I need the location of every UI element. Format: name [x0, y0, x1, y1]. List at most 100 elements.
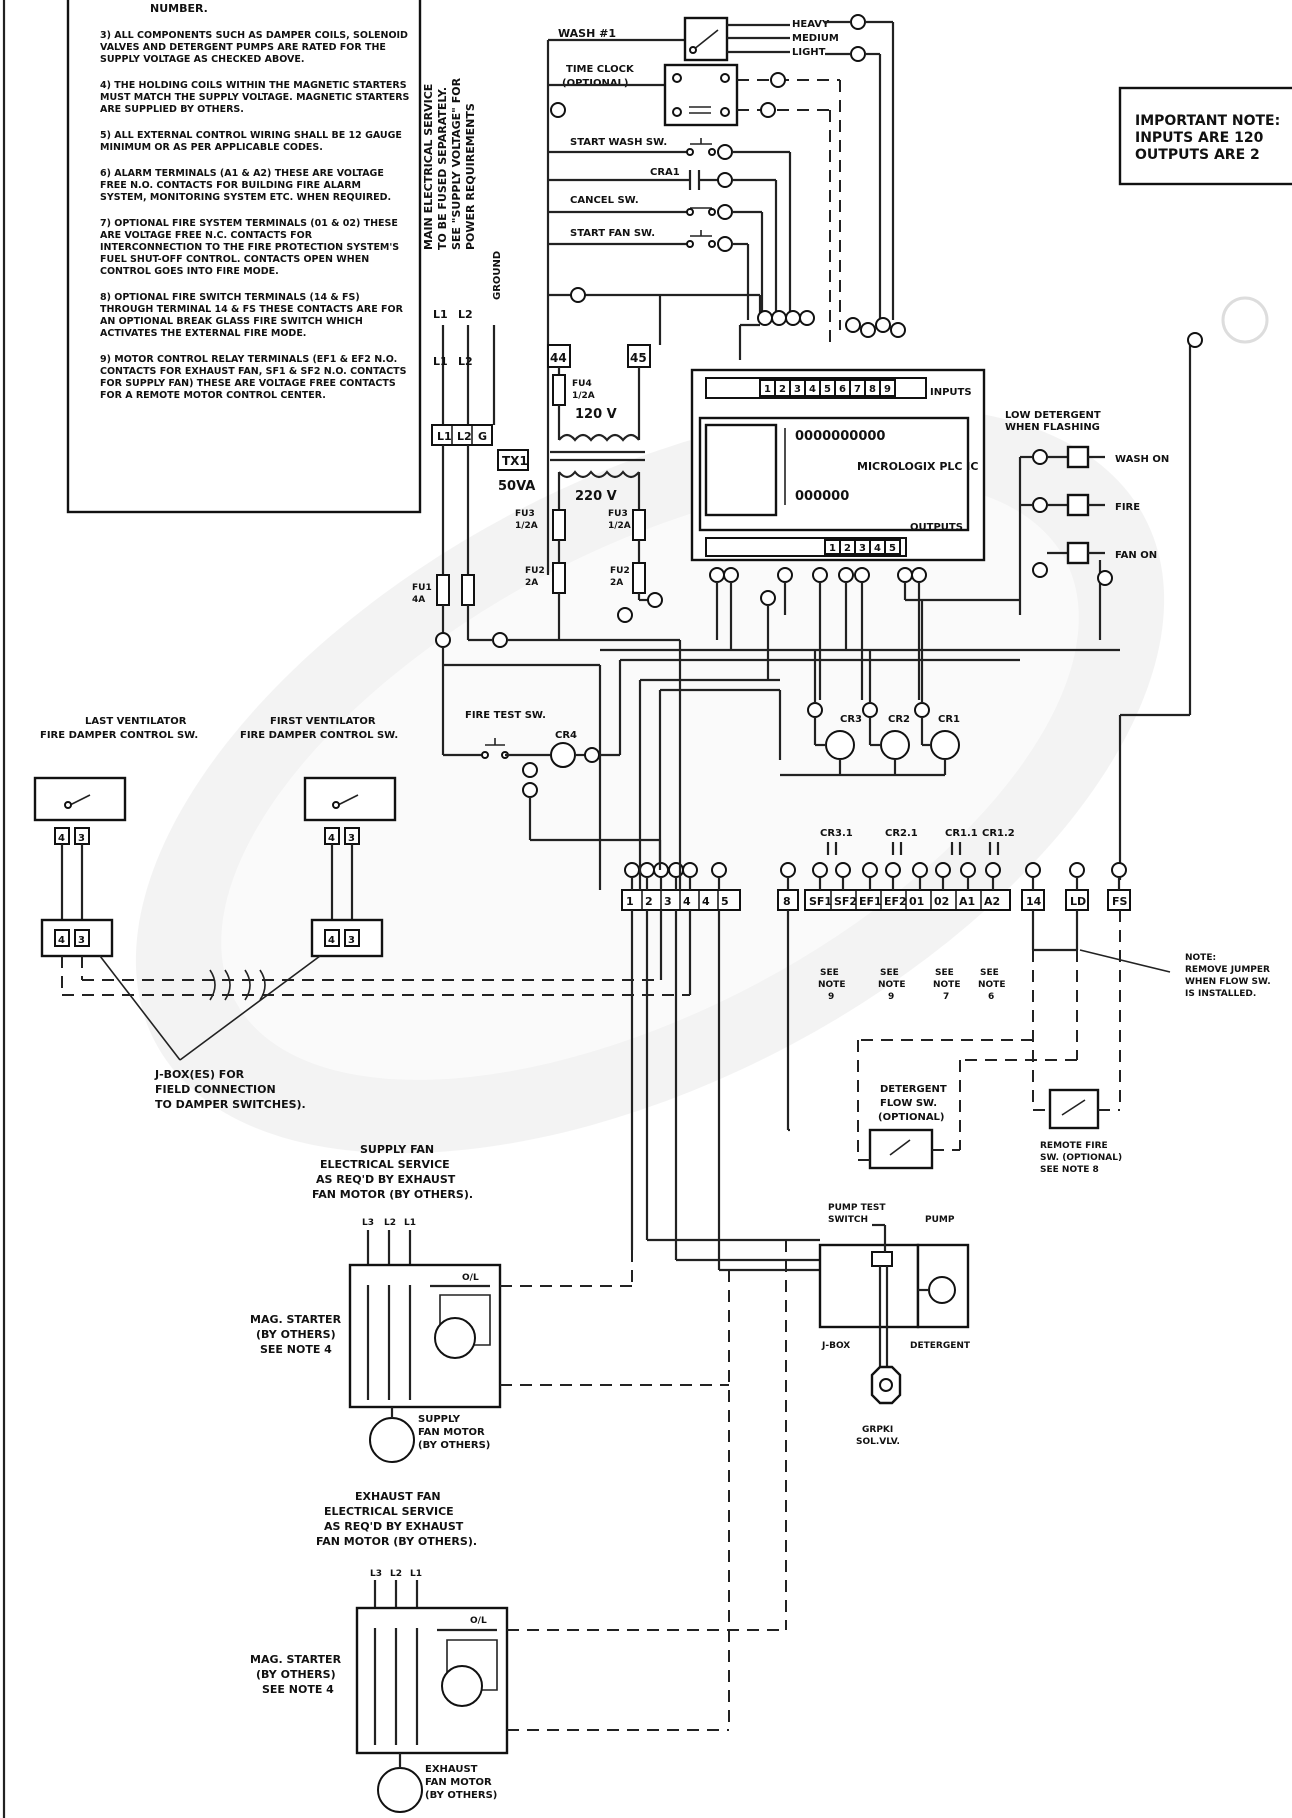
svg-text:SUPPLY FAN: SUPPLY FAN — [360, 1143, 434, 1156]
strip-terminal-label: 4 — [702, 895, 710, 908]
svg-text:SEE "SUPPLY VOLTAGE" FOR: SEE "SUPPLY VOLTAGE" FOR — [450, 77, 463, 250]
strip-wire-tag — [862, 862, 878, 878]
svg-text:SEE: SEE — [880, 968, 899, 978]
plc-input-terminal-label: 2 — [779, 384, 786, 395]
svg-text:J-BOX: J-BOX — [821, 1341, 850, 1351]
strip-terminal-label: 8 — [783, 895, 791, 908]
svg-text:L3: L3 — [370, 1569, 382, 1579]
start-fan-switch: START FAN SW. — [548, 228, 750, 320]
svg-text:FIRE: FIRE — [1115, 502, 1140, 513]
strip-terminal-label: EF2 — [884, 895, 907, 908]
watermark-logo — [135, 296, 1269, 1154]
note-7: 7) OPTIONAL FIRE SYSTEM TERMINALS (01 & … — [100, 218, 400, 277]
time-clock: TIME CLOCK (OPTIONAL) — [548, 63, 841, 350]
strip-wire-tag — [682, 862, 698, 878]
svg-text:LIGHT: LIGHT — [792, 47, 826, 58]
svg-text:PUMP TEST: PUMP TEST — [828, 1203, 886, 1213]
strip-wire-tag — [1069, 862, 1085, 878]
svg-text:MICROLOGIX PLC IC: MICROLOGIX PLC IC — [857, 460, 978, 473]
strip-wire-tag — [935, 862, 951, 878]
plc-input-terminal — [879, 379, 896, 397]
strip-wire-tag — [624, 862, 640, 878]
svg-text:FAN ON: FAN ON — [1115, 550, 1157, 561]
strip-vertical-wiring — [598, 640, 820, 1272]
strip-terminal-label: 5 — [721, 895, 729, 908]
svg-text:TO BE FUSED SEPARATELY.: TO BE FUSED SEPARATELY. — [436, 87, 449, 250]
svg-text:2A: 2A — [525, 578, 538, 588]
svg-text:FU2: FU2 — [610, 566, 630, 576]
first-ventilator: FIRST VENTILATOR FIRE DAMPER CONTROL SW.… — [240, 716, 398, 958]
svg-text:4: 4 — [58, 935, 65, 946]
svg-text:TIME CLOCK: TIME CLOCK — [566, 64, 635, 75]
strip-terminal-label: SF2 — [834, 895, 857, 908]
svg-text:FU4: FU4 — [572, 379, 592, 389]
svg-text:NOTE: NOTE — [878, 980, 905, 990]
cancel-switch: CANCEL SW. — [548, 195, 764, 320]
note-6: 6) ALARM TERMINALS (A1 & A2) THESE ARE V… — [100, 168, 392, 203]
svg-text:CR2.1: CR2.1 — [885, 828, 918, 839]
term-l1: L1 — [437, 430, 452, 443]
cra1-contact: CRA1 — [548, 167, 778, 320]
strip-terminal-label: SF1 — [809, 895, 832, 908]
notes-list: 3) ALL COMPONENTS SUCH AS DAMPER COILS, … — [100, 30, 409, 401]
svg-text:2A: 2A — [610, 578, 623, 588]
svg-text:REMOVE JUMPER: REMOVE JUMPER — [1185, 965, 1270, 975]
plc-output-terminal-label: 1 — [829, 543, 836, 554]
svg-text:FLOW SW.: FLOW SW. — [880, 1098, 937, 1109]
svg-text:O/L: O/L — [470, 1616, 487, 1626]
relay-cr2: CR2 — [888, 714, 910, 725]
svg-text:3: 3 — [78, 833, 85, 844]
svg-text:GROUND: GROUND — [492, 251, 503, 300]
plc-input-terminal-label: 8 — [869, 384, 876, 395]
svg-text:4: 4 — [328, 833, 335, 844]
last-ventilator: LAST VENTILATOR FIRE DAMPER CONTROL SW. … — [33, 716, 198, 958]
svg-text:L2: L2 — [458, 355, 473, 368]
svg-text:DETERGENT: DETERGENT — [910, 1341, 971, 1351]
strip-wire-tag — [912, 862, 928, 878]
svg-text:7: 7 — [943, 992, 949, 1002]
term-l2: L2 — [457, 430, 472, 443]
svg-text:REMOTE FIRE: REMOTE FIRE — [1040, 1141, 1108, 1151]
strip-terminal-label: 1 — [626, 895, 634, 908]
jbox-connections: J-BOX(ES) FOR FIELD CONNECTION TO DAMPER… — [61, 955, 690, 1111]
strip-terminal-label: LD — [1070, 895, 1086, 908]
svg-text:DETERGENT: DETERGENT — [880, 1084, 947, 1095]
svg-text:IMPORTANT NOTE:: IMPORTANT NOTE: — [1135, 113, 1280, 129]
svg-text:SEE: SEE — [980, 968, 999, 978]
svg-text:CR1.2: CR1.2 — [982, 828, 1015, 839]
svg-text:TX1: TX1 — [502, 454, 528, 468]
svg-text:3: 3 — [78, 935, 85, 946]
relays: CR3 CR2 CR1 — [780, 600, 960, 777]
svg-text:EXHAUST FAN: EXHAUST FAN — [355, 1490, 441, 1503]
wash-selector: WASH #1 HEAVY MEDIUM LIGHT — [546, 14, 895, 320]
svg-text:START FAN SW.: START FAN SW. — [570, 228, 655, 239]
strip-terminal-label: FS — [1112, 895, 1128, 908]
svg-text:CR3.1: CR3.1 — [820, 828, 853, 839]
svg-text:TO DAMPER SWITCHES).: TO DAMPER SWITCHES). — [155, 1098, 306, 1111]
svg-text:SW. (OPTIONAL): SW. (OPTIONAL) — [1040, 1153, 1122, 1163]
plc-input-terminal-label: 7 — [854, 384, 861, 395]
svg-text:SEE: SEE — [820, 968, 839, 978]
strip-wire-tag — [711, 862, 727, 878]
relay-cr3: CR3 — [840, 714, 862, 725]
svg-text:INPUTS: INPUTS — [930, 387, 972, 398]
svg-text:3: 3 — [348, 935, 355, 946]
svg-text:FAN MOTOR (BY OTHERS).: FAN MOTOR (BY OTHERS). — [316, 1535, 477, 1548]
plc-output-terminal-label: 4 — [874, 543, 881, 554]
svg-text:120 V: 120 V — [575, 407, 617, 422]
svg-text:4A: 4A — [412, 595, 425, 605]
svg-text:L1: L1 — [433, 308, 448, 321]
svg-text:START WASH SW.: START WASH SW. — [570, 137, 667, 148]
svg-text:9: 9 — [828, 992, 834, 1002]
plc-input-terminal-label: 3 — [794, 384, 801, 395]
strip-wire-tag — [960, 862, 976, 878]
svg-text:FIRE TEST SW.: FIRE TEST SW. — [465, 710, 546, 721]
svg-text:SEE NOTE 4: SEE NOTE 4 — [260, 1343, 332, 1356]
svg-text:L2: L2 — [384, 1218, 396, 1228]
svg-text:FIRST VENTILATOR: FIRST VENTILATOR — [270, 716, 376, 727]
svg-text:EXHAUST: EXHAUST — [425, 1764, 478, 1775]
svg-text:NOTE: NOTE — [978, 980, 1005, 990]
note-9: 9) MOTOR CONTROL RELAY TERMINALS (EF1 & … — [100, 354, 407, 401]
